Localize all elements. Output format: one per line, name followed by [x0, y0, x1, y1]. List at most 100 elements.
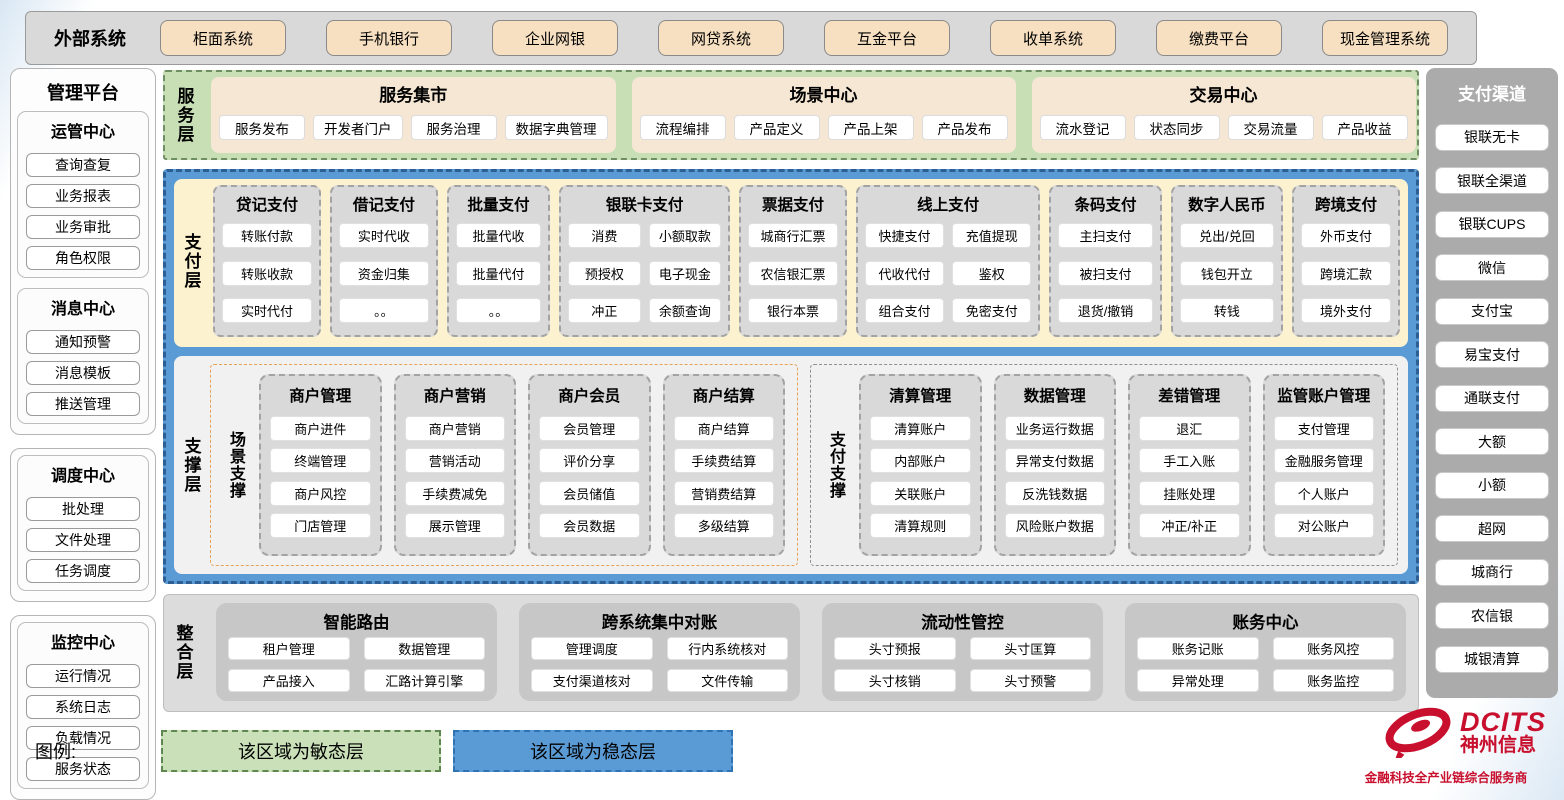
payment-item-box: 被扫支付 [1058, 260, 1153, 286]
integration-item-box: 账务记账 [1137, 637, 1259, 660]
management-group: 运管中心查询查复业务报表业务审批角色权限 [17, 111, 149, 278]
support-item-box: 内部账户 [870, 448, 971, 474]
payment-item-box: 实时代收 [338, 223, 429, 249]
support-item-box: 评价分享 [539, 448, 640, 474]
payment-column: 借记支付实时代收资金归集。。 [329, 185, 438, 337]
service-item-box: 数据字典管理 [504, 115, 608, 140]
management-item-box: 任务调度 [26, 559, 140, 583]
payment-column-items: 外币支付跨境汇款境外支付 [1301, 217, 1392, 329]
payment-channel-box: 微信 [1435, 254, 1549, 281]
payment-item-box: 预授权 [568, 260, 641, 286]
support-column-title: 清算管理 [889, 388, 952, 405]
support-layer-label: 支撑层 [181, 436, 201, 494]
payment-item-box: 组合支付 [864, 297, 945, 323]
support-column-title: 商户营销 [423, 388, 486, 405]
support-layer: 支撑层 场景支撑商户管理商户进件终端管理商户风控门店管理商户营销商户营销营销活动… [174, 356, 1408, 574]
payment-item-box: 转账收款 [222, 260, 312, 286]
external-system-box: 网贷系统 [658, 20, 784, 56]
management-platform-box: 管理平台 运管中心查询查复业务报表业务审批角色权限消息中心通知预警消息模板推送管… [10, 68, 156, 435]
support-column: 商户管理商户进件终端管理商户风控门店管理 [259, 374, 382, 556]
support-column-title: 商户会员 [558, 388, 621, 405]
payment-channel-box: 银联全渠道 [1435, 167, 1549, 194]
dcits-logo: DCITS 神州信息 金融科技全产业链综合服务商 [1346, 702, 1546, 786]
payment-item-box: 批量代付 [455, 260, 542, 286]
payment-column-title: 批量支付 [467, 197, 530, 214]
legend: 图例: 该区域为敏态层 该区域为稳态层 [35, 730, 734, 772]
integration-groups: 智能路由租户管理数据管理产品接入汇路计算引擎跨系统集中对账管理调度行内系统核对支… [216, 603, 1406, 701]
management-item-box: 文件处理 [26, 528, 140, 552]
payment-channels-title: 支付渠道 [1458, 85, 1526, 104]
payment-item-box: 退货/撤销 [1058, 297, 1153, 323]
service-item-box: 产品发布 [921, 115, 1008, 140]
support-item-box: 清算账户 [870, 415, 971, 441]
integration-item-box: 账务监控 [1272, 669, 1394, 692]
support-column: 商户营销商户营销营销活动手续费减免展示管理 [393, 374, 516, 556]
management-item-box: 服务状态 [26, 757, 140, 781]
support-column-items: 业务运行数据异常支付数据反洗钱数据风险账户数据 [1004, 408, 1105, 546]
management-item-box: 业务报表 [26, 184, 140, 208]
integration-group: 跨系统集中对账管理调度行内系统核对支付渠道核对文件传输 [519, 603, 800, 701]
payment-column-items: 转账付款转账收款实时代付 [222, 217, 312, 329]
payment-channel-box: 大额 [1435, 428, 1549, 455]
support-item-box: 商户营销 [404, 415, 505, 441]
support-item-box: 异常支付数据 [1004, 448, 1105, 474]
support-item-box: 多级结算 [673, 513, 774, 539]
logo-tagline: 金融科技全产业链综合服务商 [1364, 771, 1528, 785]
service-item-box: 流程编排 [639, 115, 726, 140]
management-platform-title: 管理平台 [47, 83, 119, 103]
logo-brand-text: DCITS [1460, 706, 1546, 737]
management-item-box: 消息模板 [26, 361, 140, 385]
payment-channel-box: 通联支付 [1435, 384, 1549, 412]
support-item-box: 金融服务管理 [1273, 448, 1374, 474]
support-column-title: 数据管理 [1023, 388, 1086, 405]
management-item-box: 运行情况 [26, 664, 140, 688]
management-item-box: 通知预警 [26, 330, 140, 354]
support-column-title: 商户结算 [692, 388, 755, 405]
payment-item-box: 冲正 [568, 297, 641, 323]
payment-item-box: 实时代付 [222, 297, 312, 323]
payment-item-box: 外币支付 [1301, 223, 1392, 249]
payment-column-items: 城商行汇票农信银汇票银行本票 [748, 217, 838, 329]
management-group-title: 消息中心 [50, 301, 115, 318]
support-column-title: 监管账户管理 [1277, 388, 1371, 405]
integration-item-box: 头寸核销 [834, 669, 956, 692]
payment-channel-box: 支付宝 [1435, 297, 1549, 325]
main-diagram-column: 服务层 服务集市服务发布开发者门户服务治理数据字典管理场景中心流程编排产品定义产… [163, 70, 1419, 712]
payment-channel-box: 小额 [1435, 471, 1549, 499]
payment-column: 数字人民币兑出/兑回钱包开立转钱 [1170, 185, 1284, 337]
legend-agile-layer: 该区域为敏态层 [161, 730, 442, 772]
integration-item-box: 账务风控 [1272, 637, 1394, 660]
payment-item-box: 快捷支付 [864, 223, 945, 249]
support-item-box: 支付管理 [1273, 415, 1374, 441]
management-group-title: 运管中心 [50, 124, 115, 141]
service-group-items: 服务发布开发者门户服务治理数据字典管理 [219, 106, 608, 149]
external-systems-list: 柜面系统手机银行企业网银网贷系统互金平台收单系统缴费平台现金管理系统 [160, 20, 1448, 56]
payment-channel-box: 银联CUPS [1435, 210, 1549, 238]
payment-column: 批量支付批量代收批量代付。。 [446, 185, 551, 337]
payment-column: 跨境支付外币支付跨境汇款境外支付 [1292, 185, 1401, 337]
stable-layer-container: 支付层 贷记支付转账付款转账收款实时代付借记支付实时代收资金归集。。批量支付批量… [163, 169, 1419, 584]
payment-item-box: 小额取款 [648, 223, 722, 249]
integration-group-items: 账务记账账务风控异常处理账务监控 [1137, 637, 1394, 692]
payment-column-items: 主扫支付被扫支付退货/撤销 [1058, 217, 1153, 329]
integration-item-box: 管理调度 [531, 637, 653, 660]
integration-group-title: 跨系统集中对账 [601, 614, 718, 632]
management-group: 调度中心批处理文件处理任务调度 [17, 455, 149, 591]
payment-item-box: 转账付款 [222, 223, 312, 249]
external-system-box: 现金管理系统 [1322, 20, 1448, 56]
support-item-box: 商户结算 [673, 415, 774, 441]
integration-group-title: 流动性管控 [921, 614, 1004, 632]
external-systems-label: 外部系统 [54, 29, 126, 49]
service-group-items: 流程编排产品定义产品上架产品发布 [639, 106, 1008, 149]
support-section: 场景支撑商户管理商户进件终端管理商户风控门店管理商户营销商户营销营销活动手续费减… [210, 364, 798, 566]
support-item-box: 退汇 [1139, 415, 1240, 441]
management-group-title: 调度中心 [50, 468, 115, 485]
support-item-box: 对公账户 [1273, 513, 1374, 539]
integration-item-box: 汇路计算引擎 [363, 669, 485, 692]
support-sections: 场景支撑商户管理商户进件终端管理商户风控门店管理商户营销商户营销营销活动手续费减… [210, 364, 1398, 566]
support-item-box: 冲正/补正 [1139, 513, 1240, 539]
payment-column: 贷记支付转账付款转账收款实时代付 [213, 185, 321, 337]
support-item-box: 终端管理 [270, 448, 371, 474]
payment-column-items: 批量代收批量代付。。 [455, 217, 542, 329]
